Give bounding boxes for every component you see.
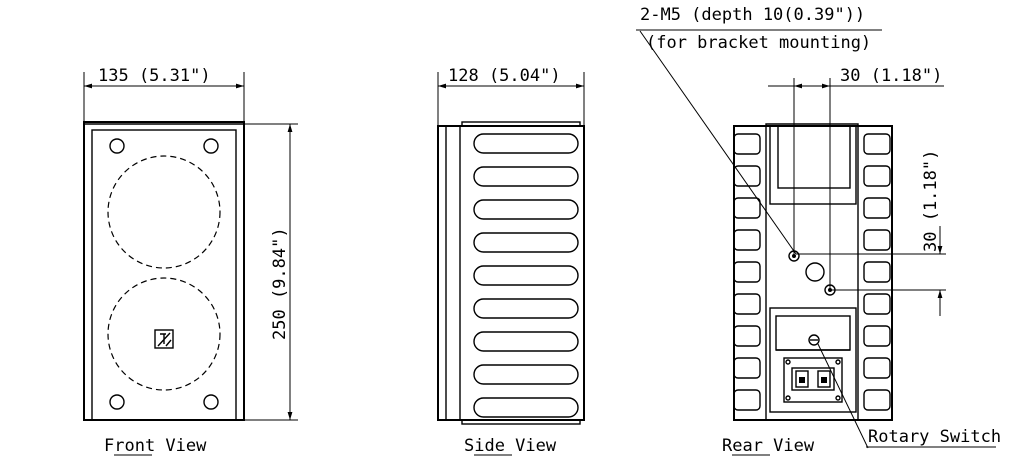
- side-cooling-slots: [473, 133, 579, 418]
- bracket-note-line1: 2-M5 (depth 10(0.39")): [640, 5, 865, 25]
- front-lower-driver: [107, 277, 221, 391]
- rear-center-hole: [805, 262, 825, 282]
- front-height-dimension: 250 (9.84"): [244, 123, 298, 421]
- rear-cabinet-outline: [733, 125, 893, 421]
- bracket-mount-hole-lower: [824, 284, 836, 296]
- front-width-dimension: 135 (5.31"): [83, 66, 245, 122]
- brand-logo-icon: [154, 329, 174, 349]
- rear-top-recess: [769, 125, 857, 205]
- rear-view: 2-M5 (depth 10(0.39")) (for bracket moun…: [636, 5, 1001, 456]
- front-screw-hole: [203, 394, 219, 410]
- front-screw-hole: [109, 138, 125, 154]
- front-view: 135 (5.31") 250 (9.84") Front View: [83, 66, 298, 456]
- front-view-label: Front View: [104, 436, 207, 456]
- rotary-switch-leader: [817, 343, 869, 449]
- rear-horizontal-pitch-text: 30 (1.18"): [840, 66, 942, 86]
- rotary-switch-icon: [808, 334, 820, 346]
- side-view: 128 (5.04") Side View: [437, 66, 585, 456]
- side-depth-dimension: 128 (5.04"): [437, 66, 585, 126]
- side-view-label: Side View: [464, 436, 557, 456]
- front-screw-hole: [203, 138, 219, 154]
- rotary-switch-label: Rotary Switch: [868, 427, 1001, 447]
- rear-right-fins: [863, 133, 891, 411]
- front-grille-panel: [91, 129, 237, 421]
- front-height-dimension-text: 250 (9.84"): [270, 227, 290, 340]
- side-depth-dimension-text: 128 (5.04"): [448, 66, 561, 86]
- rear-vertical-pitch-dimension: 30 (1.18"): [796, 150, 946, 316]
- front-screw-hole: [109, 394, 125, 410]
- front-cabinet-outline: [83, 121, 245, 421]
- front-width-dimension-text: 135 (5.31"): [98, 66, 211, 86]
- rear-horizontal-pitch-dimension: 30 (1.18"): [768, 66, 944, 290]
- front-upper-driver: [107, 155, 221, 269]
- speaker-terminal-icon: [783, 357, 843, 403]
- rear-view-label: Rear View: [722, 436, 815, 456]
- rear-vertical-pitch-text: 30 (1.18"): [921, 150, 941, 252]
- bracket-note-line2: (for bracket mounting): [646, 33, 871, 53]
- bracket-note-leader: [639, 30, 797, 255]
- rear-input-panel: [769, 307, 857, 413]
- rear-left-fins: [733, 133, 761, 411]
- bracket-mount-hole-upper: [788, 250, 800, 262]
